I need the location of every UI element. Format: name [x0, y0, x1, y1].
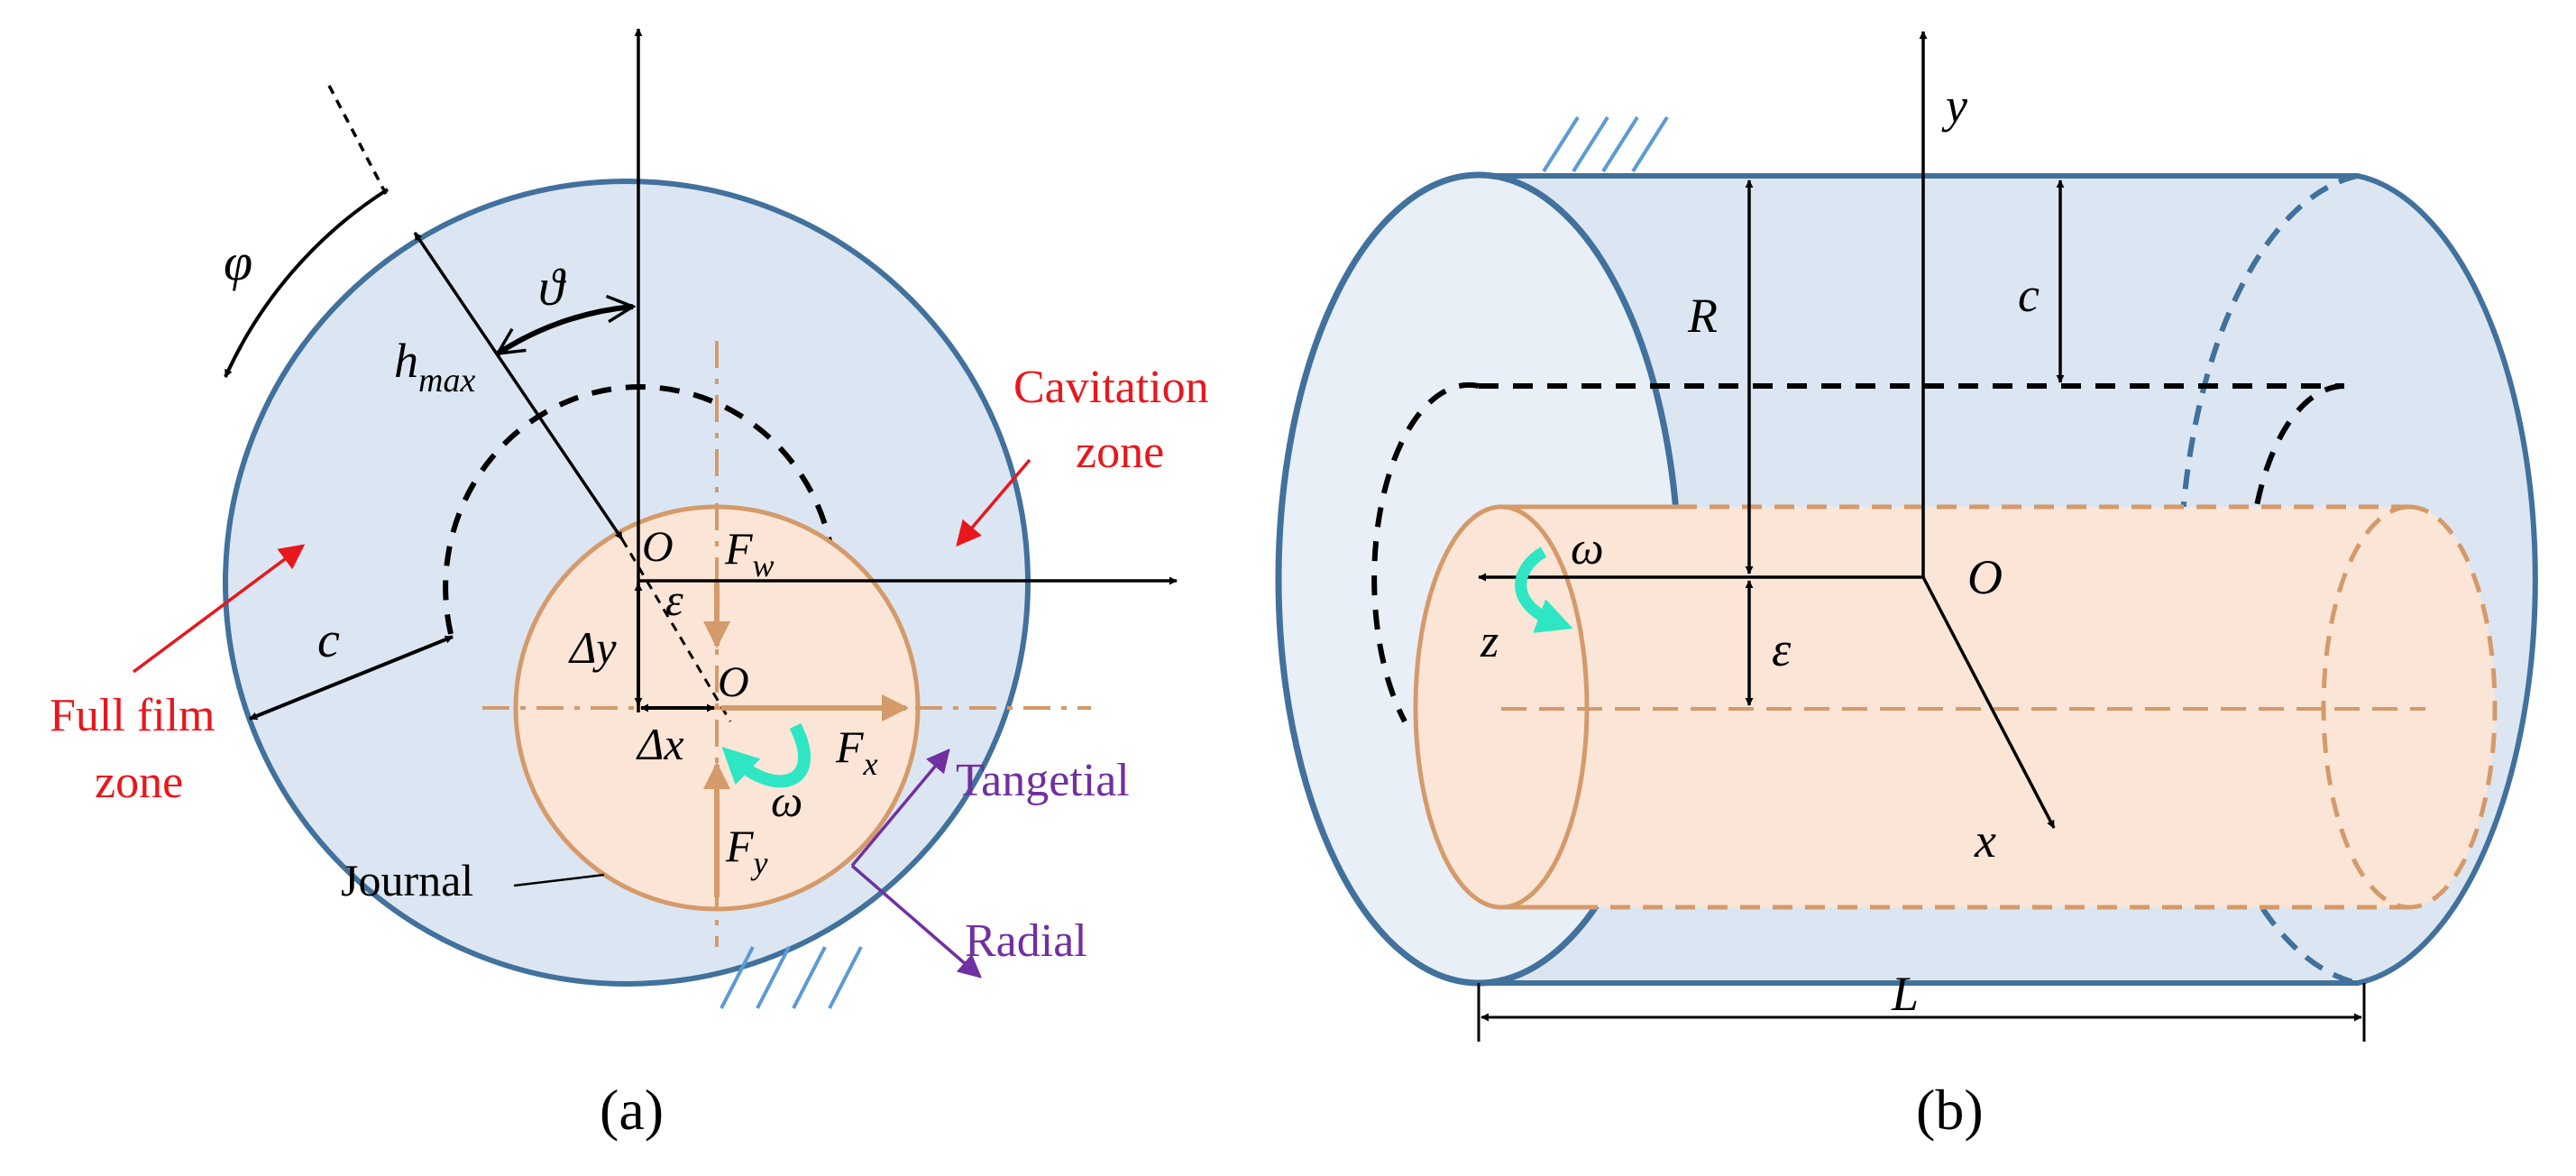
force-fx-label: Fx [835, 721, 878, 782]
full-film-arrow [132, 544, 306, 674]
hmax-label: hmax [394, 334, 475, 400]
omega-arrow-b [1515, 547, 1573, 633]
bearing-center-label: O [642, 523, 674, 571]
caption-b: (b) [1916, 1078, 1984, 1142]
journal-label: Journal [341, 855, 473, 905]
full-film-label-line1: Full film [50, 690, 215, 741]
journal-body [1416, 507, 2495, 907]
support-hatch-b [1542, 115, 1669, 173]
panel-b: y R c O ω z ε x L (b) [1275, 31, 2538, 1142]
journal-center-label: O [718, 658, 749, 706]
epsilon-label-a: ε [665, 574, 683, 625]
cavitation-label-line2: zone [1076, 427, 1164, 478]
x-axis-b [1921, 576, 2056, 829]
cavitation-arrow [956, 458, 1031, 547]
full-film-label-line2: zone [95, 757, 183, 808]
omega-label-a: ω [771, 776, 802, 826]
journal-leader [513, 873, 605, 887]
hmax-line [413, 232, 624, 540]
origin-O-label: O [1967, 550, 2003, 604]
x-axis-label: x [1974, 813, 1996, 868]
theta-label: ϑ [538, 258, 567, 317]
z-axis-label: z [1480, 616, 1499, 667]
cavitation-label-line1: Cavitation [1013, 362, 1209, 413]
force-fw-label: Fw [724, 523, 775, 583]
panel-a: φ ϑ hmax Cavitation zone Full film zone … [50, 28, 1209, 1142]
clearance-c-label-b: c [2018, 268, 2040, 322]
support-hatch-a [720, 946, 863, 1009]
delta-y-label: Δy [568, 622, 617, 673]
omega-label-b: ω [1571, 523, 1604, 574]
tangential-label: Tangetial [956, 755, 1130, 806]
y-axis-label: y [1941, 78, 1967, 133]
omega-arrow-a [721, 722, 811, 788]
phi-arc [224, 188, 390, 378]
radial-label: Radial [965, 915, 1087, 967]
caption-a: (a) [600, 1078, 664, 1142]
delta-x-label: Δx [636, 719, 684, 769]
theta-arc [498, 307, 633, 356]
force-fy-label: Fy [725, 821, 768, 881]
radial-arrow [850, 864, 982, 978]
journal-outline [1578, 504, 2498, 910]
phi-label: φ [224, 233, 252, 291]
phi-reference-line [327, 85, 388, 195]
tangential-arrow [850, 749, 950, 868]
clearance-c-label-a: c [317, 612, 340, 668]
epsilon-label-b: ε [1772, 622, 1792, 676]
radius-R-label: R [1687, 289, 1718, 343]
clearance-c-arrow [249, 635, 454, 721]
length-L-label: L [1891, 967, 1919, 1021]
line-of-centers [620, 538, 732, 722]
